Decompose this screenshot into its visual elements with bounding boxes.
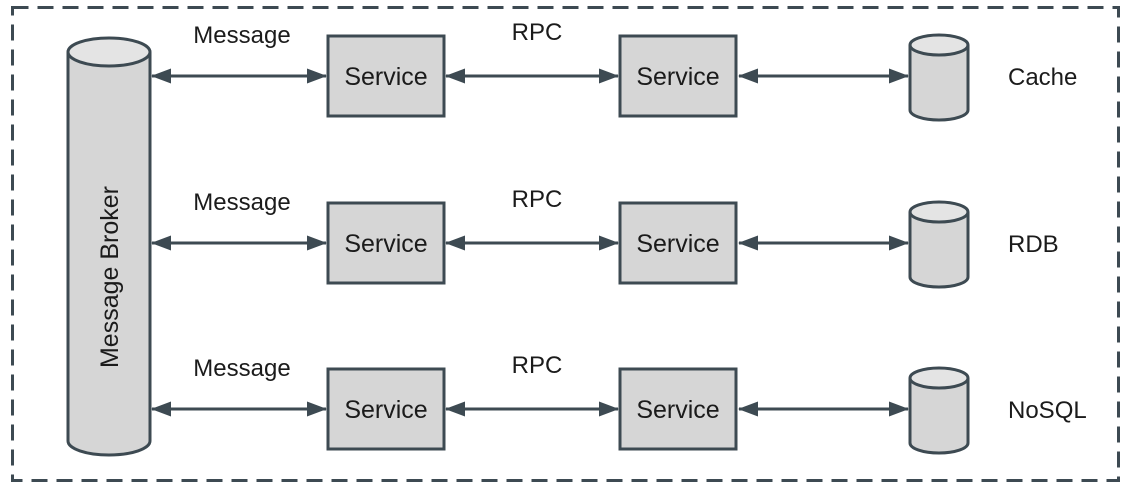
- cache-db-node: [908, 33, 970, 122]
- service-node: [618, 34, 738, 118]
- db-cylinder-body: [908, 378, 970, 455]
- service-label: Service: [344, 63, 427, 91]
- message-broker-cylinder-top: [66, 36, 152, 68]
- rpc-edge-label: RPC: [512, 19, 563, 46]
- service-node: [618, 367, 738, 451]
- db-label: NoSQL: [1008, 397, 1087, 424]
- rpc-edge-label: RPC: [512, 352, 563, 379]
- message-broker-node: Message Broker: [66, 36, 152, 457]
- service-label: Service: [344, 396, 427, 424]
- db-cylinder-top: [908, 366, 970, 390]
- db-label: Cache: [1008, 64, 1077, 91]
- nosql-db-node: [908, 366, 970, 455]
- service-label: Service: [636, 63, 719, 91]
- row-cache: Message Service RPC Service Cache: [151, 19, 1077, 122]
- row-nosql: Message Service RPC Service NoSQL: [151, 352, 1087, 455]
- system-boundary: [11, 6, 1120, 482]
- rpc-edge-label: RPC: [512, 186, 563, 213]
- message-edge-label: Message: [193, 22, 290, 49]
- service-node: [326, 367, 446, 451]
- message-broker-label: Message Broker: [96, 186, 124, 368]
- service-label: Service: [636, 230, 719, 258]
- rdb-db-node: [908, 200, 970, 289]
- service-node: [326, 34, 446, 118]
- db-cylinder-body: [908, 212, 970, 289]
- service-node: [618, 201, 738, 285]
- service-label: Service: [636, 396, 719, 424]
- message-edge-label: Message: [193, 355, 290, 382]
- service-label: Service: [344, 230, 427, 258]
- db-label: RDB: [1008, 231, 1059, 258]
- service-node: [326, 201, 446, 285]
- db-cylinder-top: [908, 200, 970, 224]
- db-cylinder-top: [908, 33, 970, 57]
- message-broker-cylinder-body: [66, 52, 152, 457]
- db-cylinder-body: [908, 45, 970, 122]
- row-rdb: Message Service RPC Service RDB: [151, 186, 1059, 289]
- message-edge-label: Message: [193, 189, 290, 216]
